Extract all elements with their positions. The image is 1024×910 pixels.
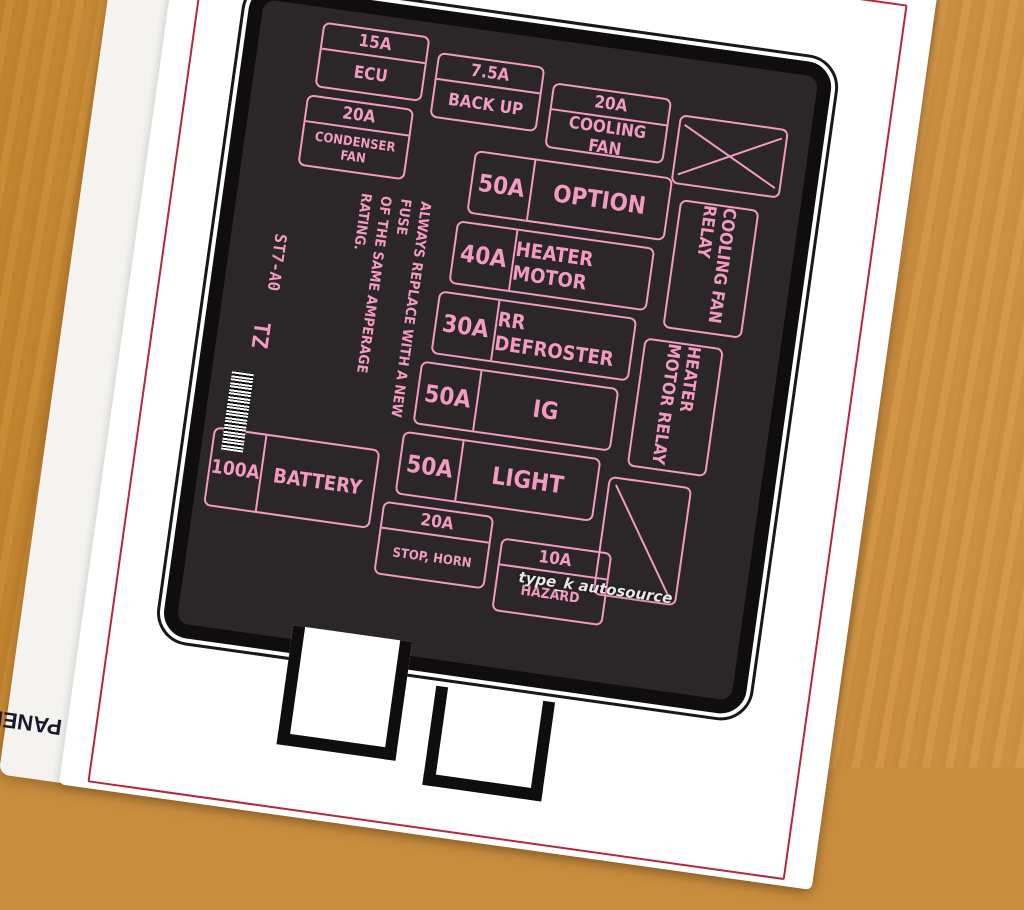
fuse-ig-amp: 50A [414, 362, 483, 431]
fuse-rr-defroster-amp: 30A [432, 292, 501, 361]
fuse-cooling-fan: 20A COOLING FAN [544, 82, 673, 165]
fuse-option-amp: 50A [468, 152, 537, 220]
fuse-rr-defroster-name: RR DEFROSTER [492, 306, 616, 372]
empty-slot-right [592, 475, 693, 607]
bottom-tab-left [276, 625, 413, 761]
fuse-heater-motor-amp: 40A [450, 222, 519, 291]
fuse-light-amp: 50A [396, 432, 465, 501]
fuse-box-panel: 15A ECU 7.5A BACK UP 20A COOLING FAN 20A… [156, 0, 840, 722]
part-code: ST7-A0 [263, 232, 291, 293]
empty-slot-diagonal-icon [615, 484, 670, 598]
fuse-label-sheet: 15A ECU 7.5A BACK UP 20A COOLING FAN 20A… [58, 0, 940, 890]
bottom-tab-right [422, 685, 556, 802]
heater-motor-relay: HEATER MOTOR RELAY [626, 337, 724, 478]
cooling-fan-relay: COOLING FAN RELAY [662, 198, 760, 339]
fuse-ecu: 15A ECU [314, 21, 431, 102]
fuse-ig-name: IG [530, 394, 561, 426]
heater-motor-relay-label: HEATER MOTOR RELAY [647, 342, 704, 466]
empty-slot-cross-icon [677, 124, 783, 189]
fuse-stop-horn: 20A STOP, HORN [373, 500, 495, 590]
fuse-light-name: LIGHT [489, 461, 566, 500]
fuse-condenser-fan: 20A CONDENSER FAN [297, 94, 415, 181]
model-code: TZ [245, 320, 275, 350]
cooling-fan-relay-label: COOLING FAN RELAY [692, 203, 740, 325]
fuse-backup: 7.5A BACK UP [429, 51, 546, 133]
fuse-heater-motor-name: HEATER MOTOR [510, 236, 595, 295]
empty-slot-top-right [670, 114, 790, 199]
fuse-option-name: OPTION [551, 179, 648, 221]
fuse-battery-name: BATTERY [271, 463, 364, 500]
